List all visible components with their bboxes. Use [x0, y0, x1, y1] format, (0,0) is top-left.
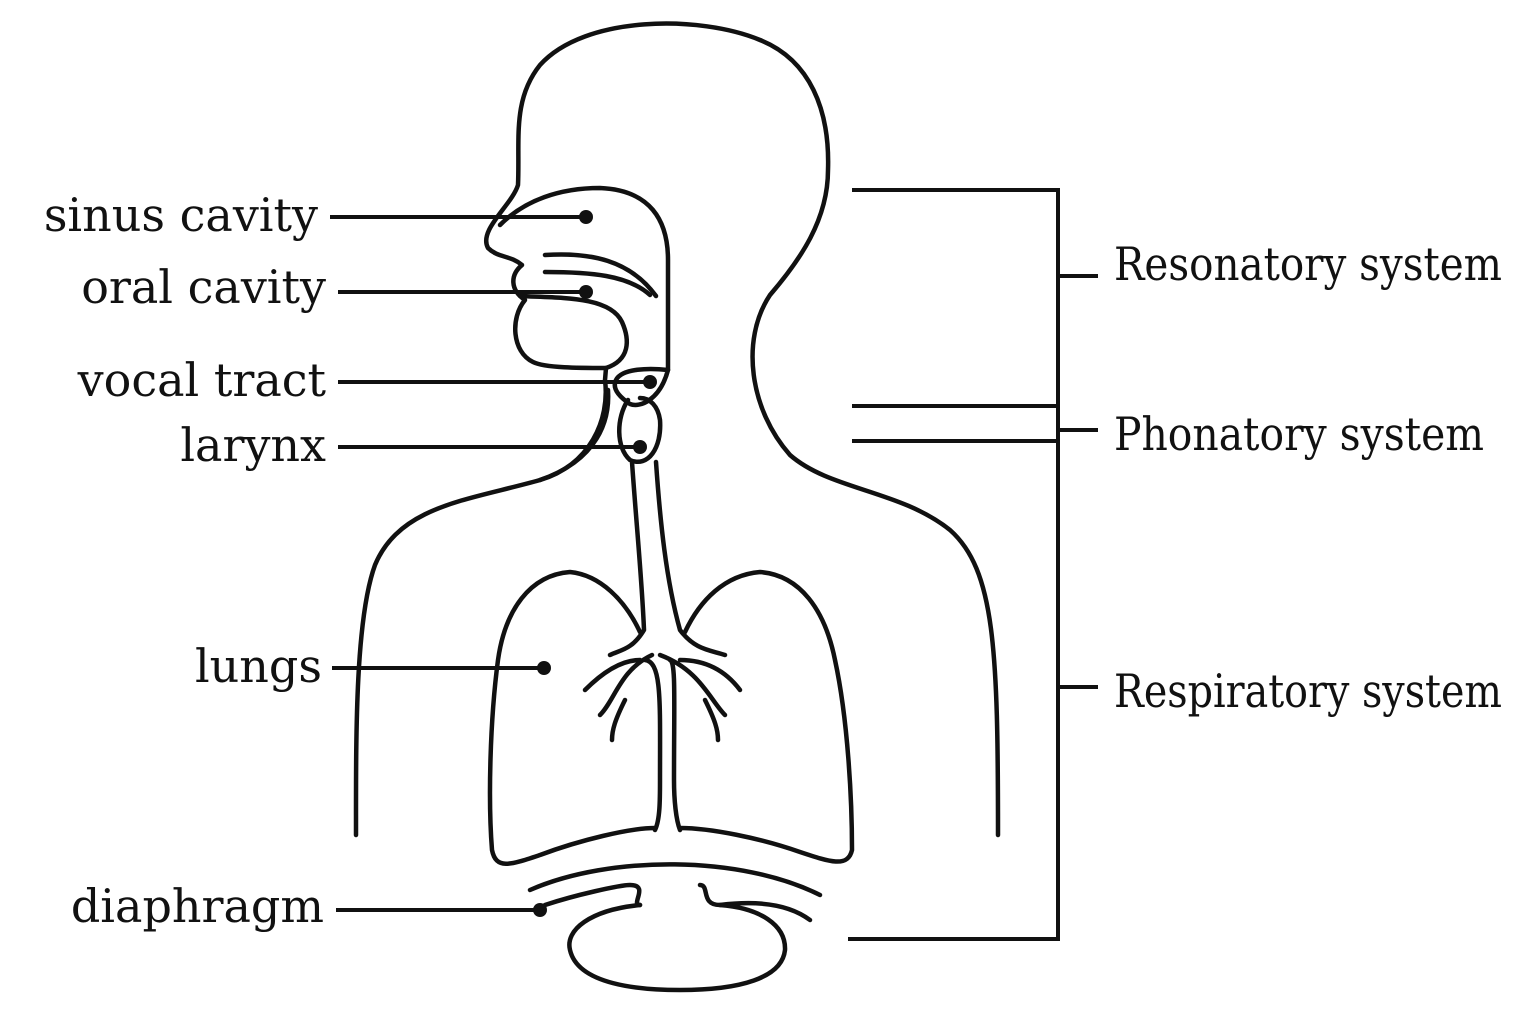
lungs-label: lungs: [195, 639, 322, 693]
system-labels: Resonatory system Phonatory system Respi…: [1114, 237, 1502, 718]
lungs-dot: [537, 661, 551, 675]
system-brackets: [848, 188, 1098, 941]
diaphragm-label: diaphragm: [71, 879, 324, 933]
oral-cavity-label: oral cavity: [81, 260, 326, 314]
larynx-label: larynx: [180, 418, 326, 472]
lungs-outline: [487, 569, 855, 866]
left-lung: [487, 569, 658, 866]
vocal-tract-label: vocal tract: [77, 353, 327, 407]
left-labels: sinus cavity oral cavity vocal tract lar…: [44, 188, 327, 933]
bronchus-left-inner: [642, 657, 663, 833]
abdomen-ellipse: [567, 902, 788, 993]
head-and-face-outline: [353, 21, 1001, 838]
bronchus-right-inner: [667, 657, 683, 833]
throat-line: [537, 387, 611, 483]
diaphragm-inner-arc: [542, 882, 813, 923]
body-outline: [353, 21, 1001, 838]
palate-line: [542, 252, 659, 299]
left-leaders: [330, 210, 657, 917]
bronchus-left-branch: [582, 652, 655, 743]
resonatory-system-label: Resonatory system: [1114, 237, 1502, 291]
respiratory-system-label: Respiratory system: [1114, 664, 1502, 718]
vocal-tract-dot: [643, 375, 657, 389]
trachea-right-wall: [653, 459, 728, 658]
right-lung: [677, 569, 855, 864]
phonatory-system-label: Phonatory system: [1114, 407, 1484, 461]
sinus-cavity-dot: [579, 210, 593, 224]
diaphragm-outline: [527, 862, 823, 993]
sinus-cavity-label: sinus cavity: [44, 188, 318, 242]
tongue-line: [542, 269, 653, 298]
oral-cavity-dot: [579, 285, 593, 299]
larynx-dot: [633, 440, 647, 454]
nasal-cavity-outline: [497, 185, 671, 373]
diaphragm-outer-arc: [527, 862, 823, 898]
larynx-outline: [617, 395, 663, 464]
trachea-left-wall: [607, 459, 647, 658]
lower-oral-line: [517, 293, 629, 371]
trachea: [582, 459, 743, 833]
diaphragm-dot: [533, 903, 547, 917]
